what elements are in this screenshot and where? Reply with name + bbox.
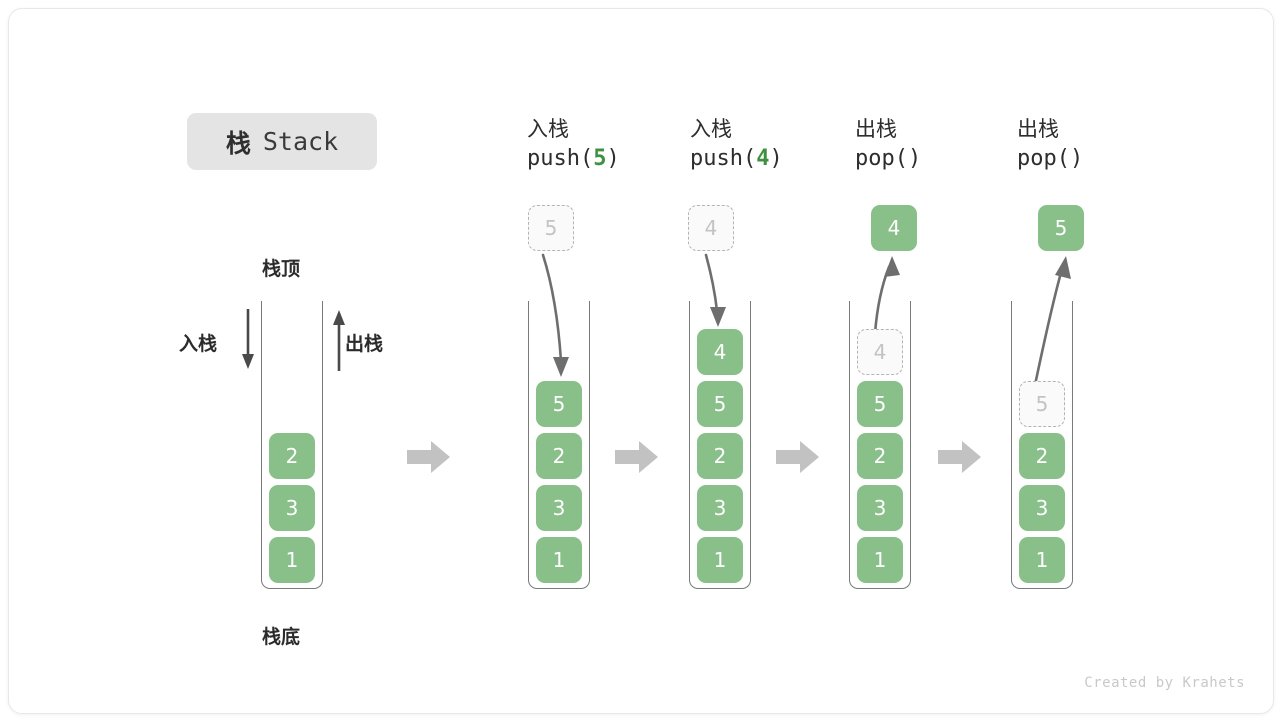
stack-cell: 1 <box>536 537 582 583</box>
stack-cell: 4 <box>697 329 743 375</box>
stack-cell: 1 <box>857 537 903 583</box>
stack-container-pop-4 <box>849 301 911 589</box>
stack-cell: 3 <box>269 485 315 531</box>
stack-container-pop-5 <box>1011 301 1073 589</box>
page-title: 栈 Stack <box>187 113 377 170</box>
header-line-cn: 出栈 <box>855 117 897 141</box>
outgoing-cell: 4 <box>871 205 917 251</box>
stack-container-push-5 <box>528 301 590 589</box>
stack-cell: 2 <box>857 433 903 479</box>
pop-label: 出栈 <box>345 333 384 355</box>
push-direction-arrow-icon <box>238 309 258 371</box>
stack-cell: 1 <box>1019 537 1065 583</box>
stack-cell: 1 <box>269 537 315 583</box>
stack-cell: 2 <box>536 433 582 479</box>
stack-cell: 3 <box>1019 485 1065 531</box>
stack-cell: 3 <box>857 485 903 531</box>
column-header-pop-5: 出栈 pop() <box>1017 115 1187 175</box>
header-arg: 5 <box>593 146 607 171</box>
stack-container-initial <box>261 301 323 589</box>
stack-cell: 1 <box>697 537 743 583</box>
flow-arrow-icon <box>615 440 659 474</box>
stack-cell: 5 <box>697 381 743 427</box>
stack-cell: 2 <box>697 433 743 479</box>
header-line-cn: 入栈 <box>527 117 569 141</box>
stack-top-label: 栈顶 <box>262 258 301 280</box>
column-header-push-5: 入栈 push(5) <box>527 115 697 175</box>
header-line-code: pop() <box>855 146 922 171</box>
column-header-pop-4: 出栈 pop() <box>855 115 1025 175</box>
push-label: 入栈 <box>179 333 218 355</box>
flow-arrow-icon <box>776 440 820 474</box>
column-header-push-4: 入栈 push(4) <box>690 115 860 175</box>
stack-cell: 3 <box>536 485 582 531</box>
incoming-ghost-cell: 4 <box>688 205 734 251</box>
header-line-code: push(5) <box>527 146 620 171</box>
stack-cell: 2 <box>269 433 315 479</box>
watermark: Created by Krahets <box>1084 675 1245 691</box>
removed-ghost-cell: 4 <box>857 329 903 375</box>
stack-cell: 5 <box>857 381 903 427</box>
stack-container-push-4 <box>689 301 751 589</box>
stack-cell: 3 <box>697 485 743 531</box>
header-arg: 4 <box>756 146 770 171</box>
incoming-ghost-cell: 5 <box>528 205 574 251</box>
stack-bottom-label: 栈底 <box>262 626 301 648</box>
stack-cell: 5 <box>536 381 582 427</box>
header-line-code: push(4) <box>690 146 783 171</box>
outgoing-cell: 5 <box>1038 205 1084 251</box>
stack-cell: 2 <box>1019 433 1065 479</box>
flow-arrow-icon <box>407 440 451 474</box>
header-line-cn: 入栈 <box>690 117 732 141</box>
header-line-cn: 出栈 <box>1017 117 1059 141</box>
title-en: Stack <box>262 127 339 156</box>
flow-arrow-icon <box>938 440 982 474</box>
removed-ghost-cell: 5 <box>1019 381 1065 427</box>
diagram-card: 栈 Stack 栈顶 栈底 入栈 出栈 2 3 1 入栈 push(5) 5 <box>8 8 1274 714</box>
title-cn: 栈 <box>225 128 252 158</box>
pop-direction-arrow-icon <box>329 309 349 371</box>
header-line-code: pop() <box>1017 146 1084 171</box>
